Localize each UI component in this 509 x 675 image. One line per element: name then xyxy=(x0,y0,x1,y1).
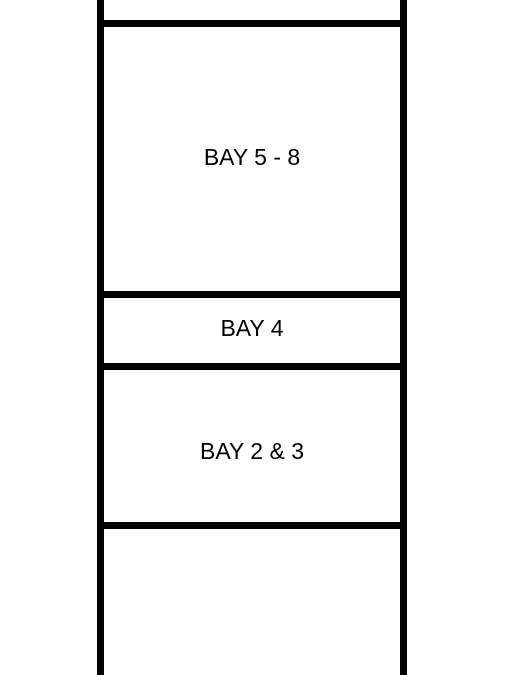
left-rail-line xyxy=(97,0,104,675)
divider-line-top xyxy=(97,20,407,27)
section-label-bay-4: BAY 4 xyxy=(220,315,284,341)
section-label-bay-5-8: BAY 5 - 8 xyxy=(203,144,301,170)
divider-line-bay4-bay2-3 xyxy=(97,363,407,370)
divider-line-bottom xyxy=(97,522,407,529)
divider-line-bay5-8-bay4 xyxy=(97,291,407,298)
right-rail-line xyxy=(400,0,407,675)
section-label-bay-2-3: BAY 2 & 3 xyxy=(200,438,304,464)
